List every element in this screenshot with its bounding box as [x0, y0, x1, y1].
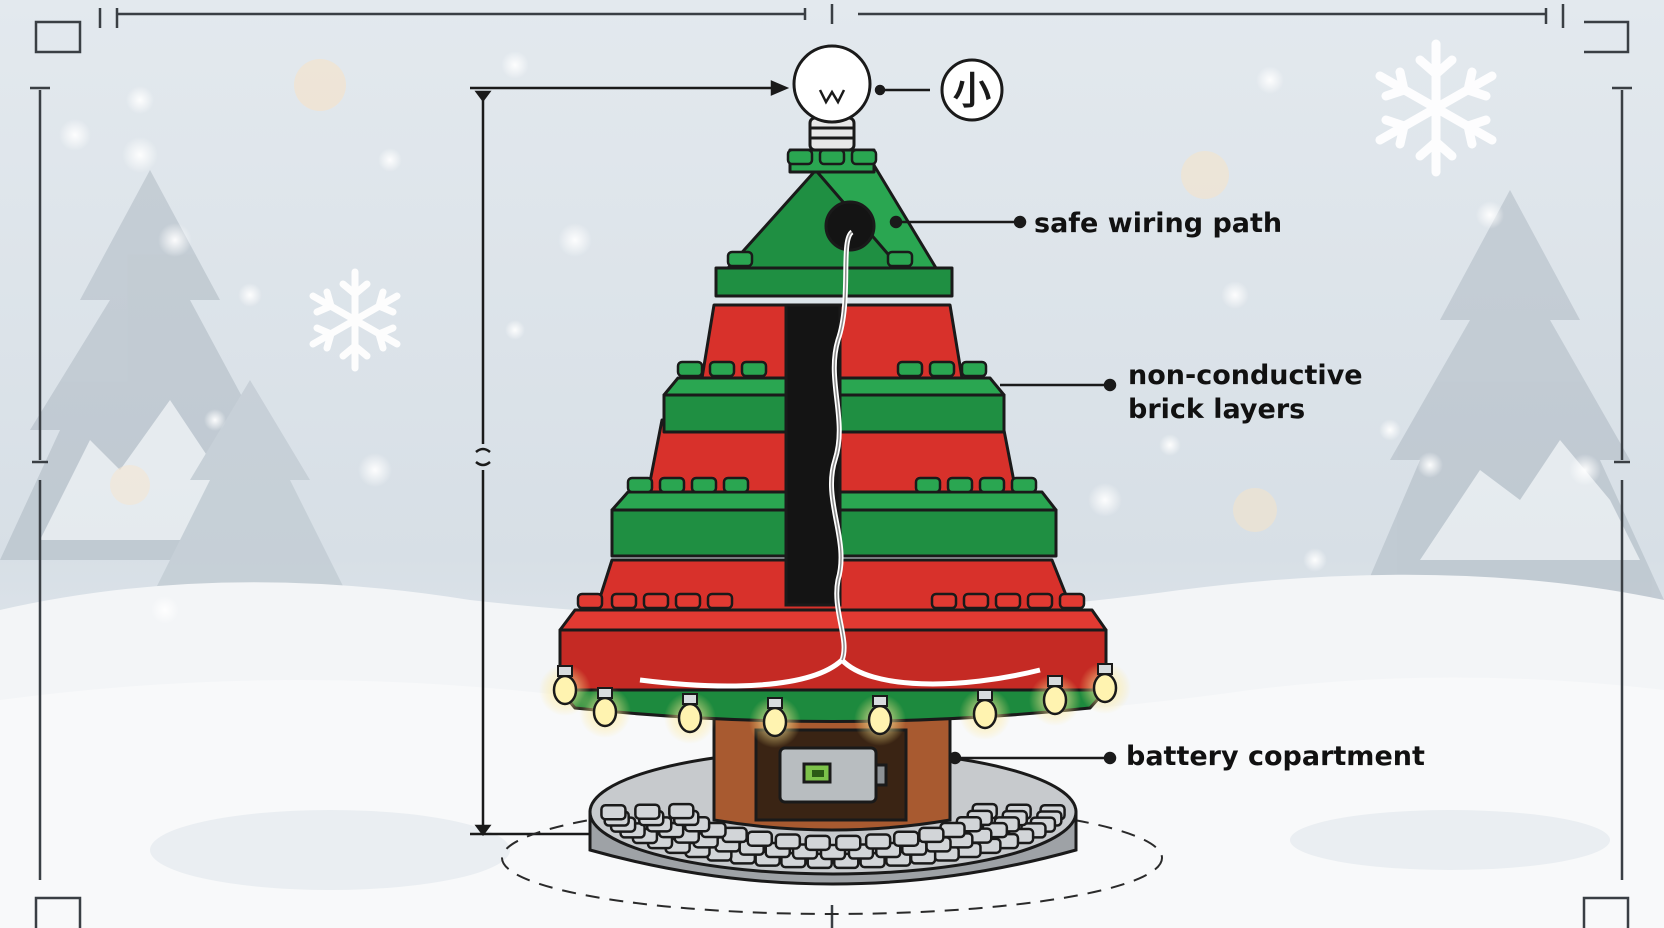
brick-stud	[960, 360, 988, 378]
label-safe-wiring-path: safe wiring path	[1034, 208, 1283, 239]
brick-stud	[658, 476, 686, 494]
label-battery-compartment: battery copartment	[1126, 741, 1425, 772]
label-layers-line-2: brick layers	[1128, 394, 1306, 425]
brick-stud	[1010, 476, 1038, 494]
brick-stud	[676, 360, 704, 378]
brick-stud	[668, 802, 695, 820]
brick-stud	[928, 360, 956, 378]
brick-stud	[726, 250, 754, 268]
footprint-outline	[501, 801, 1163, 915]
brick-stud	[708, 360, 736, 378]
battery-icon	[778, 746, 888, 804]
brick-stud	[994, 592, 1022, 610]
brick-stud	[576, 592, 604, 610]
bokeh-lights	[59, 51, 1601, 624]
brick-stud	[978, 476, 1006, 494]
brick-stud	[946, 476, 974, 494]
snowflake-icon	[1375, 39, 1497, 177]
brick-stud	[1058, 592, 1086, 610]
height-dimension-line	[470, 80, 790, 837]
label-non-conductive-layers: non-conductive brick layers	[1128, 359, 1363, 427]
brick-stud	[896, 360, 924, 378]
brick-stud	[786, 148, 814, 166]
fairy-light-icon	[959, 688, 1011, 740]
baseplate-studs	[600, 802, 1066, 870]
brick-stud	[835, 834, 862, 852]
fairy-light-icon	[1079, 662, 1131, 714]
callout-leaders	[874, 84, 1117, 765]
brick-stud	[740, 360, 768, 378]
brick-stud	[914, 476, 942, 494]
brick-stud	[918, 826, 945, 844]
brick-stud	[610, 592, 638, 610]
brick-stud	[804, 834, 831, 852]
brick-stud	[1026, 592, 1054, 610]
brick-stud	[818, 148, 846, 166]
fairy-light-icon	[579, 686, 631, 738]
brick-stud	[962, 592, 990, 610]
top-symbol-text: 小	[953, 69, 991, 113]
brick-stud	[634, 803, 661, 820]
brick-stud	[886, 250, 914, 268]
tree-studs	[576, 148, 1086, 610]
brick-stud	[774, 833, 802, 850]
wiring-channel	[784, 200, 876, 607]
fairy-light-icon	[749, 696, 801, 748]
fairy-light-icon	[664, 692, 716, 744]
brick-stud	[850, 148, 878, 166]
background-trees	[0, 170, 1664, 600]
brick-stud	[626, 476, 654, 494]
fairy-light-icon	[1029, 674, 1081, 726]
brick-stud	[864, 833, 892, 850]
fairy-light-icon	[854, 694, 906, 746]
snow-shadow	[1290, 810, 1610, 870]
brick-stud	[892, 830, 920, 848]
brick-stud	[722, 476, 750, 494]
label-layers-line-1: non-conductive	[1128, 360, 1363, 391]
fairy-light-string	[539, 662, 1131, 748]
brick-stud	[642, 592, 670, 610]
snowflake-icon	[309, 268, 401, 372]
brick-stud	[930, 592, 958, 610]
brick-stud	[690, 476, 718, 494]
brick-stud	[706, 592, 734, 610]
brick-stud	[600, 804, 627, 821]
fairy-light-icon	[539, 664, 591, 716]
brick-stud	[674, 592, 702, 610]
snow-shadow	[150, 810, 510, 890]
brick-stud	[746, 830, 774, 848]
blueprint-frame	[30, 4, 1632, 928]
top-symbol-badge: 小	[940, 58, 1004, 122]
bulb-icon	[792, 44, 872, 152]
